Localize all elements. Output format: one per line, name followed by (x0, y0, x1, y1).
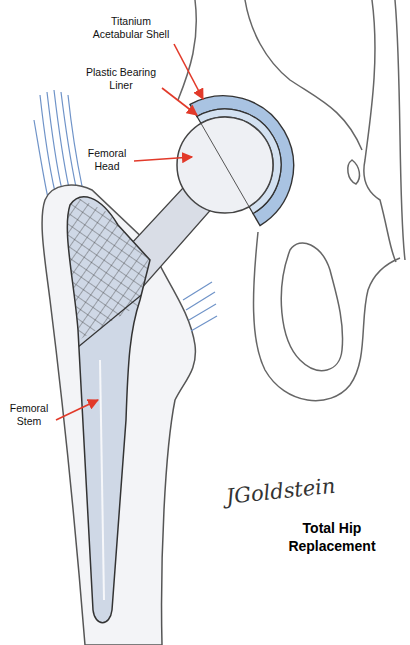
leader-arrow (162, 88, 197, 115)
head-rim-line (201, 123, 249, 206)
leader-arrow (174, 44, 203, 99)
leader-arrows (56, 44, 203, 420)
artist-signature: JGoldstein (225, 473, 337, 511)
porous-coating (58, 188, 165, 352)
leader-arrow (134, 157, 192, 161)
leader-arrow (56, 400, 98, 420)
pelvis-outline (178, 0, 405, 401)
femoral-head (177, 117, 273, 213)
stem-highlight (100, 360, 104, 600)
part-label: Titanium Acetabular Shell (86, 15, 176, 41)
part-label: Femoral Head (82, 147, 132, 173)
coating-edge (72, 292, 145, 352)
diagram-title: Total Hip Replacement (276, 520, 388, 555)
part-label: Plastic Bearing Liner (78, 66, 164, 92)
part-label: Femoral Stem (4, 402, 54, 428)
muscle-fibres (34, 90, 82, 198)
muscle-fibres (183, 282, 217, 331)
